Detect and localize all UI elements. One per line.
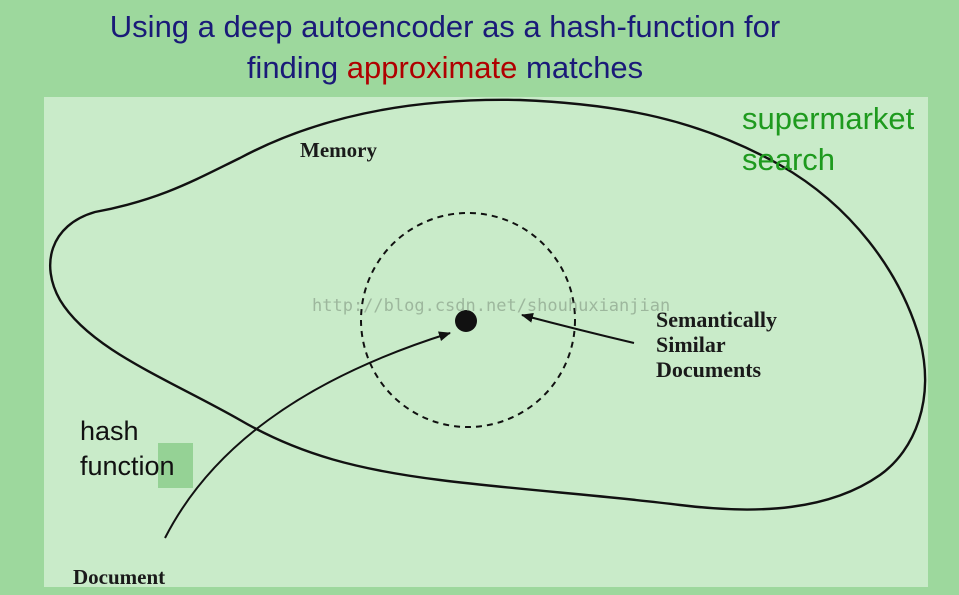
similar-label-line-1: Semantically xyxy=(656,307,777,332)
hashed-document-point xyxy=(455,310,477,332)
document-label: Document xyxy=(73,565,165,589)
similarity-neighborhood xyxy=(360,212,576,428)
memory-boundary xyxy=(48,98,927,511)
side-note-line-2: search xyxy=(742,142,836,177)
title-line-2: finding approximate matches xyxy=(0,47,890,88)
title-word-approximate: approximate xyxy=(346,50,518,85)
hash-function-arrow xyxy=(164,331,451,539)
diagram-panel xyxy=(44,97,928,587)
slide-title: Using a deep autoencoder as a hash-funct… xyxy=(0,6,890,88)
memory-label: Memory xyxy=(300,138,377,162)
title-word-finding: finding xyxy=(246,50,339,85)
hash-highlight xyxy=(158,443,193,488)
title-word-matches: matches xyxy=(526,50,644,85)
supermarket-search-note: supermarket search xyxy=(742,98,914,180)
hash-function-label: hash function xyxy=(80,414,175,484)
watermark: http://blog.csdn.net/shouhuxianjian xyxy=(312,296,671,316)
side-note-line-1: supermarket xyxy=(742,101,915,136)
title-line-1: Using a deep autoencoder as a hash-funct… xyxy=(109,9,781,44)
hash-label-line-2: function xyxy=(80,451,175,481)
similar-label-line-2: Similar xyxy=(656,332,726,357)
similar-label-line-3: Documents xyxy=(656,357,762,382)
hash-label-line-1: hash xyxy=(80,416,139,446)
similar-documents-arrow xyxy=(521,312,635,344)
